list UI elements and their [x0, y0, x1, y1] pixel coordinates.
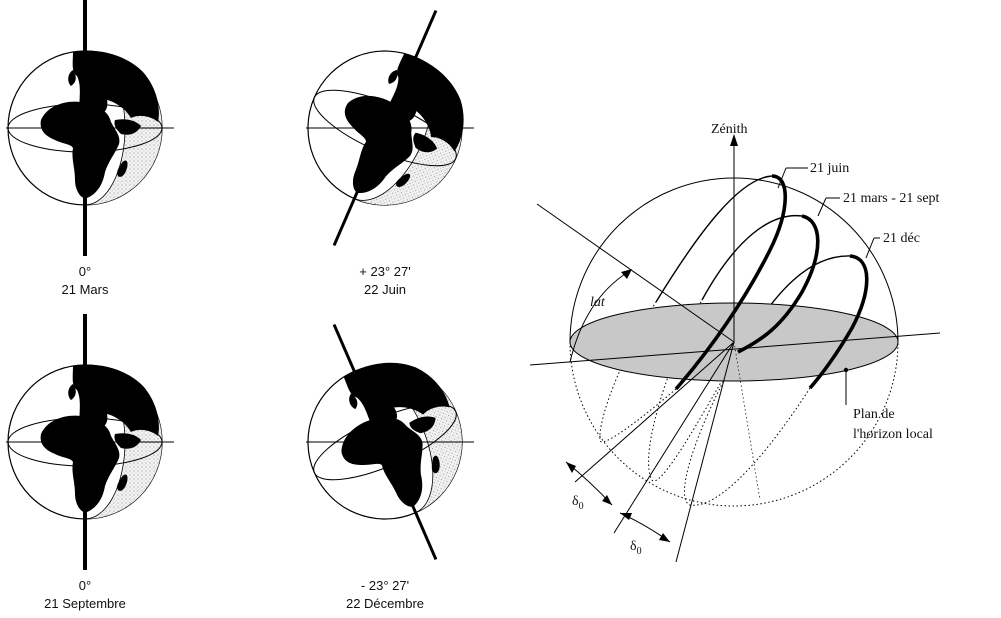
globe-june: + 23° 27' 22 Juin [283, 9, 488, 297]
horizon-label-2: l'horizon local [853, 427, 933, 442]
sphere-lower [569, 341, 899, 507]
latitude-arc [569, 271, 629, 363]
delta-arrow-2a [620, 513, 632, 520]
delta-arrow-1a [566, 462, 576, 473]
globe-date-label: 22 Décembre [346, 596, 424, 611]
horizon-axis [529, 332, 941, 366]
tilted-axis-2 [613, 341, 735, 534]
globe-date-label: 21 Septembre [44, 596, 126, 611]
delta-symbol-1: δ [572, 494, 579, 509]
zenith-arrowhead [730, 134, 738, 146]
tilted-axis-1 [574, 341, 735, 483]
globe-angle-label: + 23° 27' [359, 264, 410, 279]
tilted-axis-3 [675, 341, 735, 563]
globe-angle-label: 0° [79, 578, 91, 593]
equinox-path-thin [701, 214, 803, 301]
equinox-label: 21 mars - 21 sept [843, 191, 940, 206]
december-path-thick [808, 254, 869, 390]
lat-label: lat [590, 295, 606, 310]
globe-angle-label: - 23° 27' [361, 578, 409, 593]
delta-symbol-2: δ [630, 539, 637, 554]
globe-march: 0° 21 Mars [6, 0, 174, 297]
globe-panel: 0° 21 Mars + 23° 27' 22 Juin 0° 21 Septembre -… [6, 0, 488, 611]
globe-december: - 23° 27' 22 Décembre [282, 323, 487, 611]
globe-date-label: 21 Mars [62, 282, 109, 297]
june-label: 21 juin [810, 161, 849, 176]
june-path-thick [674, 174, 788, 391]
delta-subscript-2: 0 [637, 546, 642, 557]
leader-equinox [817, 197, 827, 217]
delta-label-2: δ0 [630, 539, 642, 557]
polar-axis [536, 203, 735, 343]
latitude-arrowhead [621, 269, 632, 279]
horizon-leader-dot [843, 367, 849, 373]
delta-subscript-1: 0 [579, 501, 584, 512]
meridian-line [733, 341, 761, 501]
december-label: 21 déc [883, 231, 920, 246]
sun-path-diagram: Zénith 21 juin 21 mars - 21 sept 21 déc … [529, 122, 941, 563]
leader-june [777, 167, 787, 189]
delta-arrow-2b [659, 533, 670, 542]
equinox-path-thick [737, 214, 820, 354]
december-path-lower [684, 349, 811, 506]
delta-arrow-1b [602, 495, 612, 505]
globe-date-label: 22 Juin [364, 282, 406, 297]
horizon-label-1: Plan de [853, 407, 895, 422]
globe-september: 0° 21 Septembre [6, 314, 174, 611]
leader-december [865, 237, 875, 259]
globe-angle-label: 0° [79, 264, 91, 279]
equinox-path-lower [648, 299, 739, 482]
delta-label-1: δ0 [572, 494, 584, 512]
june-path-thin [655, 175, 773, 303]
zenith-label: Zénith [711, 122, 748, 137]
